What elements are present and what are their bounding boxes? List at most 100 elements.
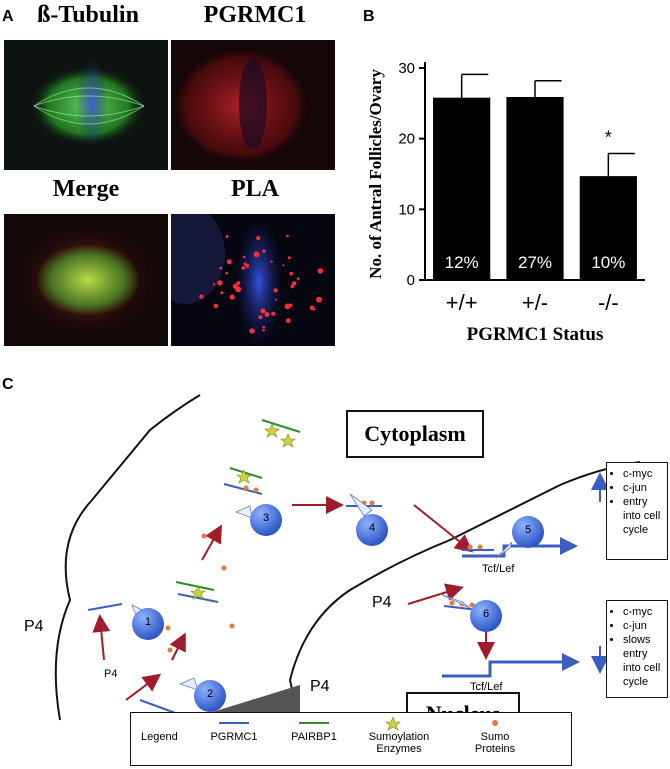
antral-follicle-bar-chart: 0 10 20 30 12% +/+ 27% +/- 10% * -/- PGRMC1 Status N… bbox=[366, 60, 645, 345]
pla-title: PLA bbox=[231, 176, 279, 202]
p4-label-nucleus: P4 bbox=[372, 594, 392, 611]
pla-signal-dot bbox=[236, 281, 240, 286]
pla-signal-dot bbox=[258, 315, 263, 320]
pla-signal-dot bbox=[217, 280, 223, 286]
pla-signal-dot bbox=[226, 259, 232, 265]
panel-c-letter: C bbox=[2, 376, 14, 393]
pla-signal-dot bbox=[264, 312, 270, 317]
tcf-lef-label-top: Tcf/Lef bbox=[482, 563, 515, 575]
outcome-bottom-item: c-jun bbox=[623, 619, 667, 633]
pla-signal-dot bbox=[290, 284, 294, 289]
pla-signal-dot bbox=[232, 283, 238, 289]
pla-signal-dot bbox=[260, 308, 266, 314]
pla-signal-dot bbox=[271, 311, 276, 316]
pla-signal-dot bbox=[262, 249, 266, 253]
pla-signal-dot bbox=[229, 294, 235, 300]
pla-signal-dot bbox=[249, 328, 255, 334]
nuclear-envelope bbox=[274, 461, 641, 761]
outcome-top-item: entry into cell cycle bbox=[623, 495, 667, 537]
pla-signal-dot bbox=[296, 277, 300, 281]
step-3-label: 3 bbox=[262, 512, 270, 524]
step-5-label: 5 bbox=[524, 524, 532, 536]
pla-signal-dot bbox=[253, 251, 260, 258]
pla-signal-dot bbox=[241, 266, 245, 270]
x-tick-label: +/+ bbox=[446, 290, 478, 315]
x-tick-label: -/- bbox=[598, 290, 619, 315]
x-tick-label: +/- bbox=[522, 290, 548, 315]
pla-signal-dot bbox=[213, 303, 219, 309]
pla-signal-dot bbox=[292, 281, 297, 286]
legend-pairbp1: PAIRBP1 bbox=[291, 731, 337, 743]
pla-signal-dot bbox=[242, 255, 246, 259]
outcome-bottom-item: slows entry into cell cycle bbox=[623, 633, 667, 689]
pla-signal-dot bbox=[274, 298, 277, 301]
pgrmc1-micrograph bbox=[171, 40, 335, 170]
y-tick-label: 20 bbox=[398, 131, 415, 148]
pla-micrograph bbox=[171, 214, 335, 346]
significance-marker: * bbox=[605, 128, 612, 148]
y-tick-label: 10 bbox=[398, 201, 415, 218]
step-2-label: 2 bbox=[206, 688, 214, 700]
pla-signal-dot bbox=[285, 318, 291, 323]
pla-signal-dot bbox=[220, 291, 224, 295]
legend-title: Legend bbox=[141, 731, 178, 743]
step-6-label: 6 bbox=[482, 608, 490, 620]
panel-a-letter: A bbox=[2, 8, 14, 25]
pla-signal-dot bbox=[316, 296, 322, 303]
pla-signal-dot bbox=[219, 266, 222, 270]
cell-membrane bbox=[54, 394, 201, 721]
bar-data-label: 12% bbox=[445, 253, 479, 272]
legend-sumoylation-enzymes: Sumoylation Enzymes bbox=[368, 731, 430, 755]
outcome-box-top: c-mycc-junentry into cell cycle bbox=[606, 462, 668, 560]
pla-signal-dot bbox=[273, 288, 278, 293]
panel-b-letter: B bbox=[363, 8, 375, 25]
step-1-label: 1 bbox=[144, 616, 152, 628]
cytoplasm-text: Cytoplasm bbox=[364, 421, 466, 446]
pla-signal-dot bbox=[289, 271, 294, 276]
bar-data-label: 10% bbox=[591, 253, 625, 272]
pgrmc1-title: PGRMC1 bbox=[203, 2, 307, 28]
tcf-lef-label-bottom: Tcf/Lef bbox=[470, 681, 503, 693]
p4-label-membrane: P4 bbox=[24, 618, 44, 635]
bar bbox=[433, 97, 491, 281]
y-tick-label: 30 bbox=[398, 60, 415, 77]
pla-signal-dot bbox=[225, 271, 228, 275]
signaling-diagram bbox=[54, 394, 641, 761]
pla-signal-dot bbox=[282, 264, 285, 267]
outcome-top-item: c-myc bbox=[623, 467, 667, 481]
outcome-box-bottom: c-mycc-junslows entry into cell cycle bbox=[606, 600, 668, 698]
bar-data-label: 27% bbox=[518, 253, 552, 272]
legend-sumo-proteins: Sumo Proteins bbox=[474, 731, 516, 755]
pla-signal-dot bbox=[262, 325, 265, 329]
pla-signal-dot bbox=[270, 260, 273, 263]
pla-signal-dot bbox=[262, 328, 265, 332]
pla-signal-dot bbox=[312, 307, 316, 311]
pla-signal-dot bbox=[199, 294, 204, 299]
p4-label-small: P4 bbox=[104, 668, 118, 680]
pla-signal-dot bbox=[213, 283, 216, 286]
bar bbox=[579, 176, 637, 280]
pla-signal-dot bbox=[287, 256, 291, 260]
pla-signal-dot bbox=[243, 262, 247, 266]
merge-title: Merge bbox=[52, 176, 120, 202]
pla-signal-dot bbox=[288, 303, 293, 308]
outcome-bottom-item: c-myc bbox=[623, 605, 667, 619]
pla-signal-dot bbox=[245, 263, 250, 268]
step-4-label: 4 bbox=[368, 522, 376, 534]
p4-label-gradient: P4 bbox=[310, 678, 330, 695]
bar bbox=[506, 96, 564, 280]
pla-signal-dot bbox=[317, 268, 323, 274]
tubulin-title: ß-Tubulin bbox=[37, 2, 139, 28]
outcome-top-item: c-jun bbox=[623, 481, 667, 495]
y-tick-label: 0 bbox=[407, 272, 415, 289]
pla-signal-dot bbox=[225, 235, 229, 238]
legend-box: Legend PGRMC1 PAIRBP1 Sumoylation Enzyme… bbox=[130, 712, 572, 766]
legend-pgrmc1: PGRMC1 bbox=[210, 731, 258, 743]
merge-micrograph bbox=[4, 214, 168, 346]
cytoplasm-label: Cytoplasm bbox=[346, 410, 484, 458]
pla-signal-dot bbox=[256, 236, 261, 241]
pla-signal-dot bbox=[286, 234, 289, 238]
y-axis-title: No. of Antral Follicles/Ovary bbox=[366, 69, 385, 279]
x-axis-title: PGRMC1 Status bbox=[467, 324, 604, 345]
tubulin-micrograph bbox=[4, 40, 168, 170]
